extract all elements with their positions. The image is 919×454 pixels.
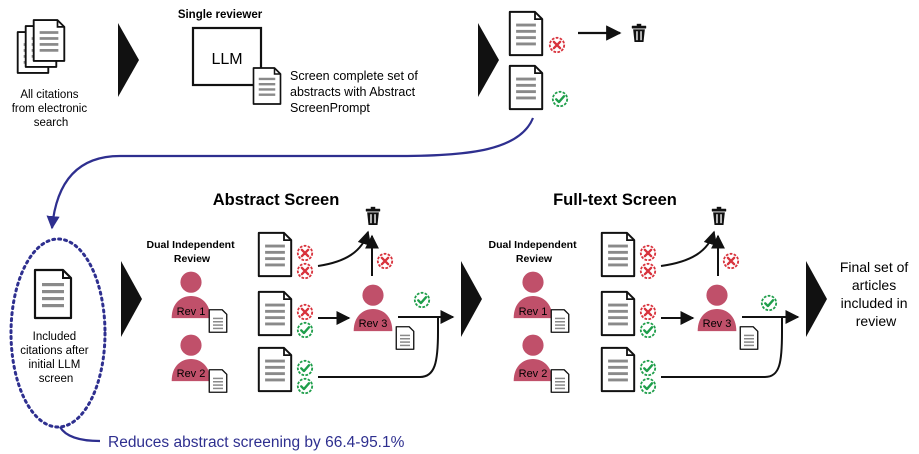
document-icon [208,309,228,333]
included-citations-outline [9,237,107,429]
reject-badge-icon [296,262,314,280]
rev3-label: Rev 3 [703,318,732,330]
reduction-note: Reduces abstract screening by 66.4-95.1% [108,434,405,451]
document-icon [600,231,636,278]
accept-badge-icon [296,321,314,339]
screen-prompt-text: Screen complete set of abstracts with Ab… [290,69,421,115]
fulltext-accept-line [661,317,783,378]
rev3-label: Rev 3 [359,318,388,330]
top-accept-badge-icon [551,90,569,108]
abstract-doc-conflict [257,290,314,339]
fulltext-reviewer-3: Rev 3 [697,284,759,350]
document-icon [550,309,570,333]
fulltext-doc-conflict [600,290,657,339]
document-icon [600,290,636,337]
included-document-icon [33,268,73,320]
prompt-document-icon [252,67,282,105]
abstract-dual-review-label: Dual Independent Review [146,239,237,265]
abstract-reviewer-3: Rev 3 [353,284,415,350]
llm-box [191,26,263,87]
abstract-doc-both-reject [257,231,314,280]
top-trash-icon [631,23,647,42]
reject-badge-icon [296,303,314,321]
reduction-connector [59,426,101,443]
document-icon [257,231,293,278]
rev1-label: Rev 1 [519,306,548,318]
abstract-reject-to-trash [317,230,372,267]
document-icon [257,290,293,337]
llm-output-connector [46,117,535,230]
document-icon [739,326,759,350]
fulltext-screen-title: Full-text Screen [553,191,677,209]
rev1-label: Rev 1 [177,306,206,318]
fulltext-reviewer-1: Rev 1 [513,271,570,333]
chevron-arrow-3 [121,261,142,337]
rev2-label: Rev 2 [519,368,548,380]
abstract-screen-title: Abstract Screen [213,191,340,209]
chevron-arrow-1 [118,23,139,97]
chevron-arrow-4 [461,261,482,337]
accept-badge-icon [296,377,314,395]
rev3-accept-badge-icon [413,291,431,309]
document-icon [257,346,293,393]
fulltext-rev3-accept-badge-icon [760,294,778,312]
llm-label: LLM [211,51,242,68]
chevron-arrow-2 [478,23,499,97]
fulltext-reject-to-trash [660,230,718,267]
reject-badge-icon [639,262,657,280]
fulltext-doc-both-reject [600,231,657,280]
reject-badge-icon [296,244,314,262]
accept-badge-icon [296,359,314,377]
document-icon [550,369,570,393]
abstract-reviewer-2: Rev 2 [171,334,228,393]
fulltext-dual-review-label: Dual Independent Review [488,239,579,265]
rev3-reject-badge-icon [376,252,394,270]
reject-badge-icon [639,244,657,262]
abstract-trash-icon [365,206,381,225]
document-icon [208,369,228,393]
top-reject-badge-icon [548,36,566,54]
accept-badge-icon [639,377,657,395]
abstract-accept-line [318,317,439,378]
fulltext-trash-icon [711,206,727,225]
top-rejected-document-icon [508,10,544,57]
reject-badge-icon [639,303,657,321]
accept-badge-icon [639,321,657,339]
all-citations-label: All citations from electronic search [12,89,91,129]
fulltext-doc-both-accept [600,346,657,395]
fulltext-reviewer-2: Rev 2 [513,334,570,393]
included-citations-label: Included citations after initial LLM scr… [20,331,92,385]
single-reviewer-label: Single reviewer [178,9,263,21]
fulltext-rev3-reject-badge-icon [722,252,740,270]
document-icon [600,346,636,393]
document-icon [395,326,415,350]
citation-stack-icon [16,19,66,74]
chevron-arrow-5 [806,261,827,337]
abstract-reviewer-1: Rev 1 [171,271,228,333]
rev2-label: Rev 2 [177,368,206,380]
abstract-doc-both-accept [257,346,314,395]
accept-badge-icon [639,359,657,377]
top-accepted-document-icon [508,64,544,111]
final-articles-label: Final set of articles included in review [840,259,912,329]
